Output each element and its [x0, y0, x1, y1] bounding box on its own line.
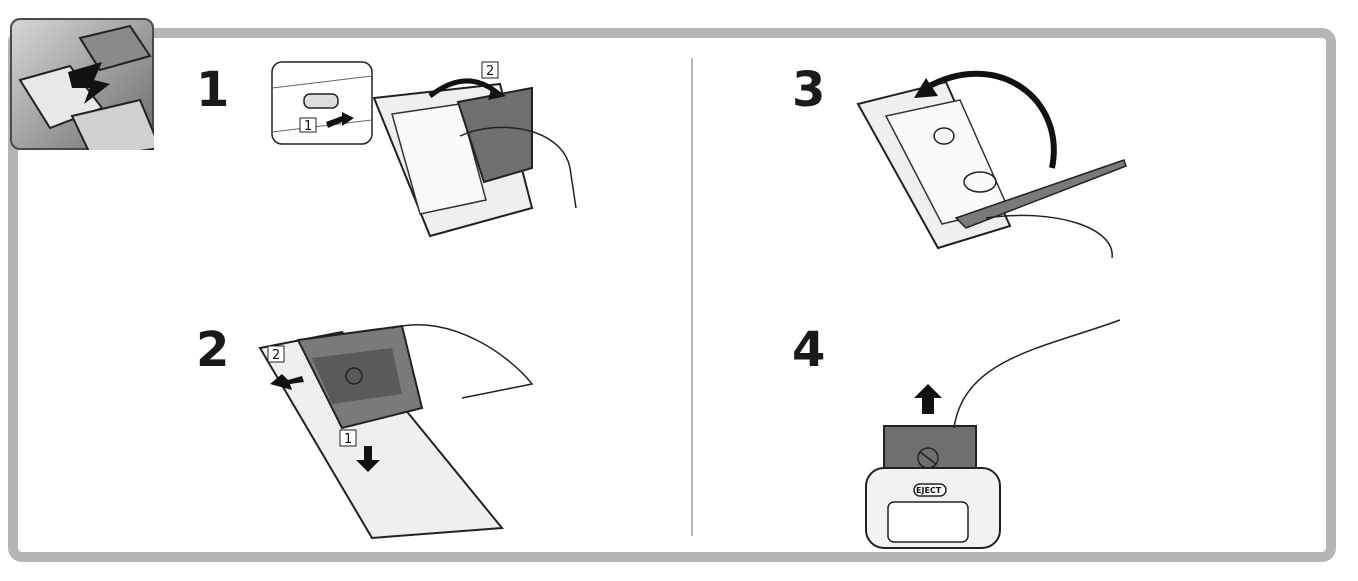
film-door-icon — [456, 86, 533, 184]
curved-arrow-icon — [924, 70, 1057, 169]
step-number-4: 4 — [792, 322, 826, 378]
film-pack-badge-icon — [10, 18, 162, 160]
step-3-illustration — [856, 70, 1127, 259]
step-number-3: 3 — [792, 62, 826, 118]
eject-button — [913, 483, 947, 497]
callout-1: 1 — [304, 119, 312, 134]
film-pack-icon — [883, 425, 977, 475]
arrow-up-icon — [914, 384, 942, 414]
step-4-illustration: EJECT — [865, 319, 1121, 549]
arrow-left-icon — [270, 374, 304, 390]
arrow-right-icon — [326, 112, 354, 128]
instruction-panel-frame — [8, 28, 1336, 562]
column-divider — [691, 58, 693, 536]
hand-outline-icon — [391, 323, 534, 399]
curved-arrow-icon — [428, 78, 498, 98]
latch-switch-icon — [303, 93, 339, 109]
eject-label: EJECT — [916, 486, 942, 495]
arrow-down-icon — [356, 446, 380, 472]
callout-2: 2 — [486, 64, 494, 79]
step-2-illustration: 2 1 — [258, 323, 534, 540]
callout-1: 1 — [344, 432, 352, 447]
film-door-icon — [954, 159, 1127, 229]
step-number-2: 2 — [196, 322, 230, 378]
step-1-illustration: 1 2 — [271, 61, 577, 238]
callout-2: 2 — [272, 348, 280, 363]
step-number-1: 1 — [196, 62, 230, 118]
hand-outline-icon — [953, 319, 1121, 429]
hand-outline-icon — [985, 214, 1113, 259]
film-pack-insert-icon — [18, 24, 162, 160]
hand-outline-icon — [459, 126, 577, 209]
